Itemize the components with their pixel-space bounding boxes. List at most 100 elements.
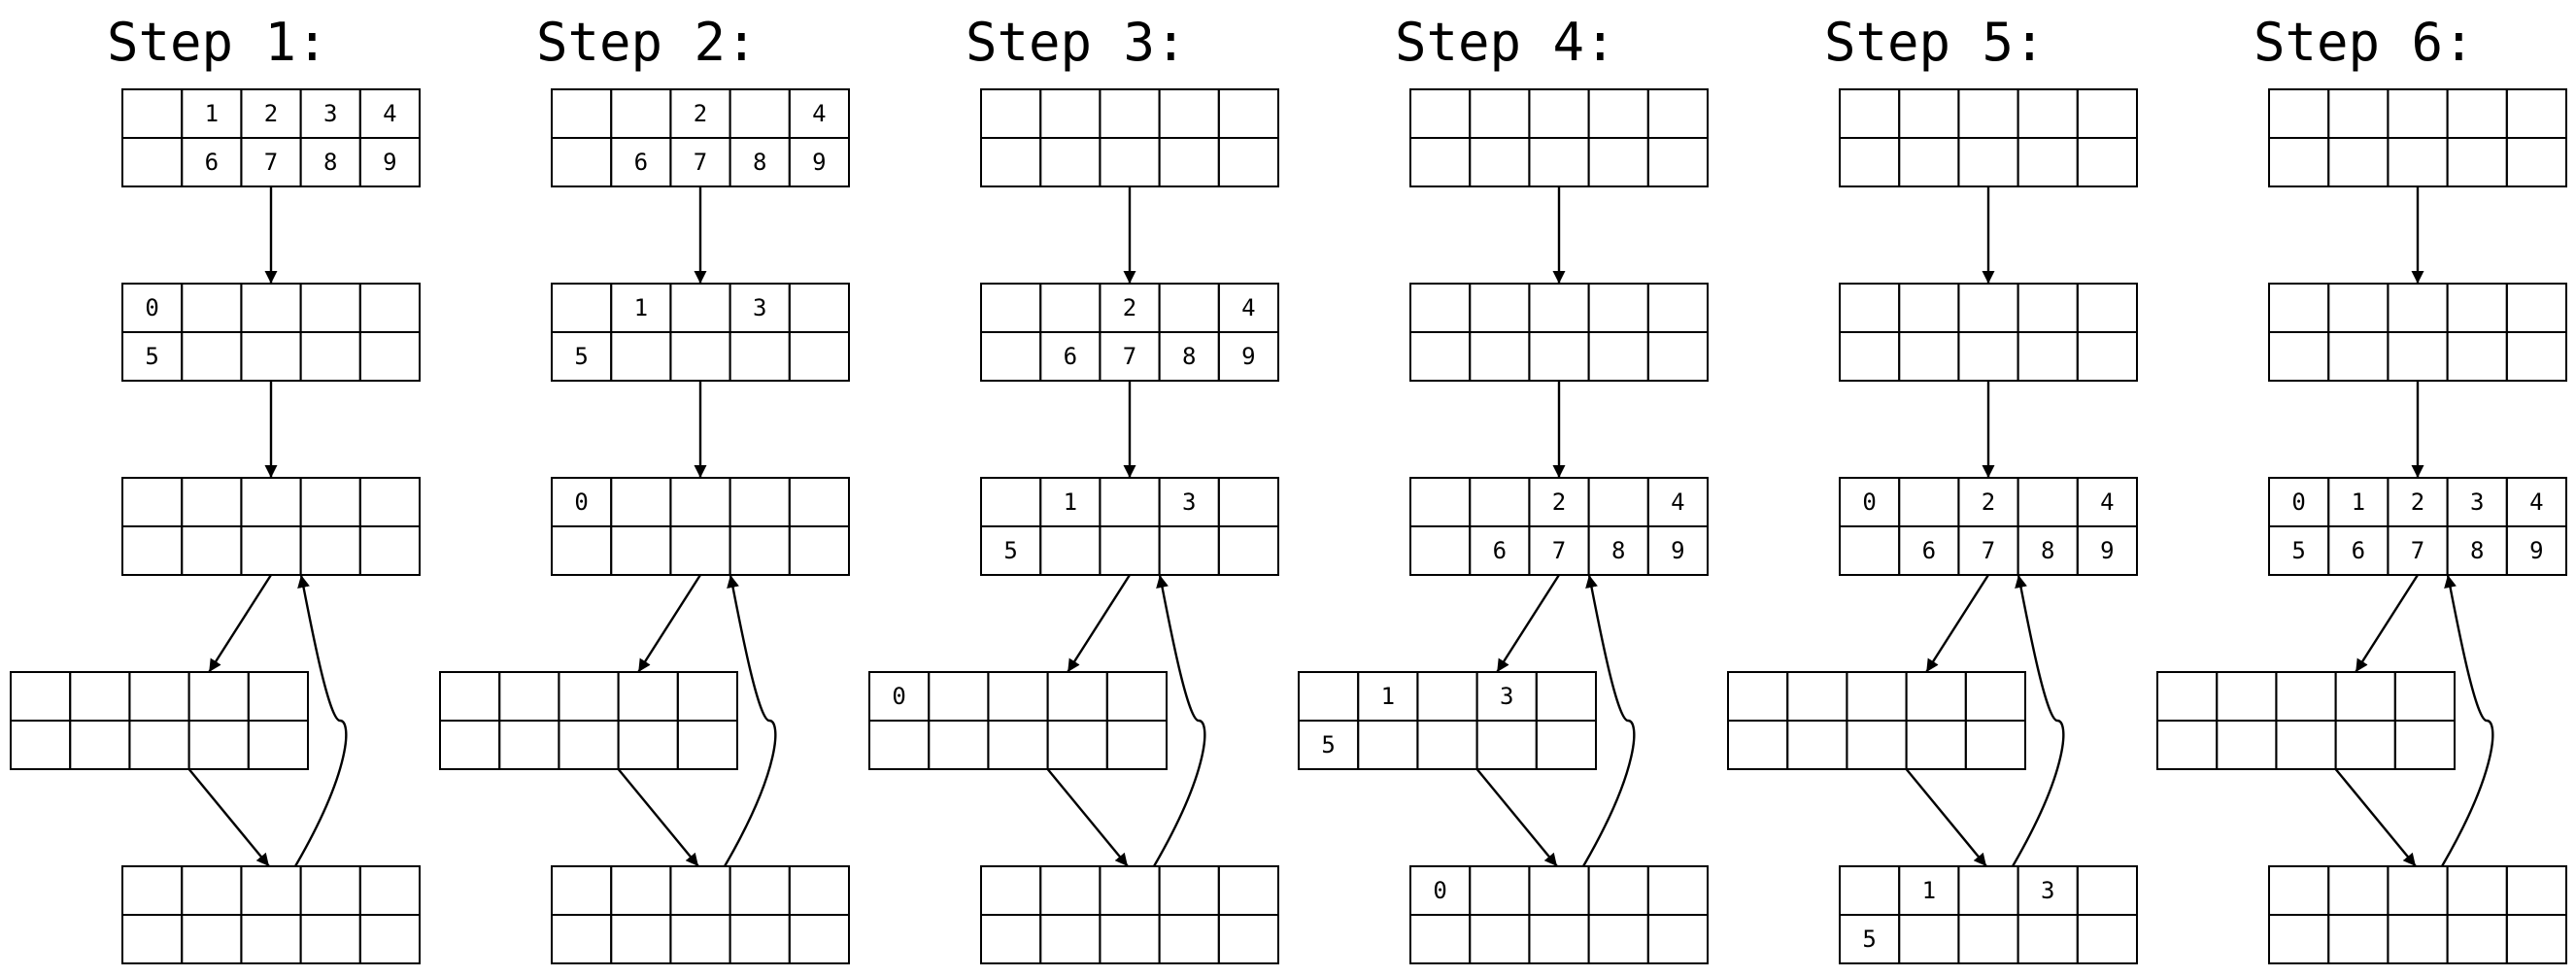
grid-cell	[1469, 88, 1531, 139]
top-grid	[2268, 88, 2568, 187]
grid-cell	[181, 477, 243, 527]
grid-cell	[1099, 477, 1161, 527]
grid-cell	[1964, 671, 2027, 722]
grid-cell	[2505, 865, 2568, 916]
cell-value: 8	[753, 149, 766, 176]
mid-grid	[1839, 283, 2139, 382]
grid-cell	[2446, 283, 2508, 333]
cell-value: 2	[694, 100, 707, 127]
grid-cell	[2387, 865, 2449, 916]
grid-cell	[1528, 865, 1590, 916]
left-grid	[439, 671, 738, 770]
grid-cell	[2505, 331, 2568, 382]
cell-value: 3	[1182, 488, 1196, 516]
left-grid: 0	[868, 671, 1169, 770]
grid-cell	[610, 477, 672, 527]
grid-cell	[2327, 914, 2390, 964]
cell-value: 6	[2352, 537, 2365, 564]
cell-value: 7	[2411, 537, 2424, 564]
grid-cell	[551, 137, 613, 187]
grid-cell	[1099, 88, 1161, 139]
grid-cell	[181, 283, 243, 333]
grid-cell	[1409, 137, 1472, 187]
grid-cell	[729, 525, 791, 576]
arrow-bottom-to-hub	[2011, 574, 2065, 867]
grid-cell	[551, 283, 613, 333]
cell-value: 4	[2100, 488, 2114, 516]
bottom-grid	[2268, 865, 2568, 964]
grid-cell	[729, 914, 791, 964]
grid-cell	[1158, 283, 1220, 333]
grid-cell	[928, 720, 990, 770]
cell-value: 0	[145, 294, 158, 321]
grid-cell	[987, 720, 1049, 770]
grid-cell	[928, 671, 990, 722]
cell-value: 7	[1552, 537, 1566, 564]
grid-cell	[240, 914, 302, 964]
grid-cell	[2505, 283, 2568, 333]
grid-cell	[2334, 671, 2396, 722]
cell-value: 6	[634, 149, 648, 176]
grid-cell	[2275, 720, 2337, 770]
top-grid	[980, 88, 1280, 187]
grid-cell	[1416, 720, 1478, 770]
arrow-left-to-bottom	[187, 768, 270, 867]
grid-cell	[1528, 137, 1590, 187]
cell-value: 6	[1493, 537, 1507, 564]
cell-value: 7	[694, 149, 707, 176]
grid-cell	[1046, 720, 1108, 770]
grid-cell	[1528, 914, 1590, 964]
grid-cell	[1905, 671, 1967, 722]
cell-value: 0	[574, 488, 588, 516]
grid-cell	[1409, 283, 1472, 333]
cell-value: 0	[2291, 488, 2305, 516]
grid-cell	[1099, 914, 1161, 964]
grid-cell	[729, 865, 791, 916]
grid-cell	[669, 865, 731, 916]
grid-cell	[1587, 137, 1649, 187]
arrow-bottom-to-hub	[2440, 574, 2494, 867]
grid-cell	[240, 525, 302, 576]
grid-cell	[1217, 331, 1280, 382]
arrow-left-to-bottom	[2334, 768, 2417, 867]
grid-cell	[1475, 720, 1538, 770]
cell-value: 8	[2041, 537, 2054, 564]
grid-cell	[2505, 137, 2568, 187]
grid-cell	[10, 720, 72, 770]
grid-cell	[669, 477, 731, 527]
grid-cell	[121, 137, 184, 187]
grid-cell	[1957, 865, 2019, 916]
arrow-left-to-bottom	[617, 768, 699, 867]
grid-cell	[439, 720, 501, 770]
cell-value: 5	[1003, 537, 1017, 564]
grid-cell	[128, 671, 190, 722]
mid-grid: 05	[121, 283, 421, 382]
grid-cell	[1158, 137, 1220, 187]
cell-value: 3	[2470, 488, 2484, 516]
grid-cell	[617, 671, 679, 722]
grid-cell	[2076, 331, 2139, 382]
grid-cell	[669, 331, 731, 382]
cell-value: 1	[205, 100, 219, 127]
grid-cell	[610, 865, 672, 916]
grid-cell	[1727, 720, 1789, 770]
arrow-hub-to-left	[1925, 574, 1990, 673]
grid-cell	[788, 914, 850, 964]
grid-cell	[1535, 671, 1598, 722]
grid-cell	[1469, 914, 1531, 964]
left-grid	[1727, 671, 2027, 770]
grid-cell	[551, 865, 613, 916]
grid-cell	[788, 137, 850, 187]
bottom-grid	[980, 865, 1280, 964]
grid-cell	[729, 477, 791, 527]
grid-cell	[1839, 283, 1901, 333]
grid-cell	[121, 477, 184, 527]
hub-grid	[121, 477, 421, 576]
grid-cell	[240, 331, 302, 382]
